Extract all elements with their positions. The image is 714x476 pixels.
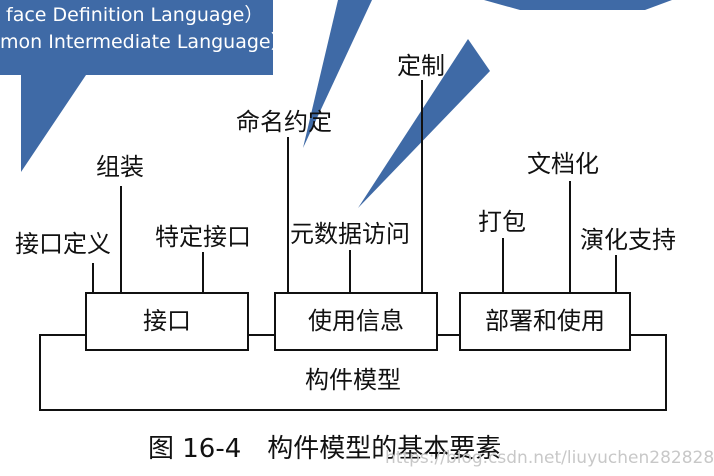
callout-bubble-left: [0, 0, 273, 172]
label-documentation: 文档化: [527, 150, 599, 178]
label-assembly: 组装: [96, 153, 144, 181]
callout-line-cil: mon Intermediate Language）: [0, 31, 290, 53]
usage-info-box: [274, 292, 438, 351]
callout-bubble-right: [484, 0, 672, 10]
label-customization: 定制: [397, 52, 445, 80]
box-label-interface: 接口: [143, 307, 191, 335]
label-interface-def: 接口定义: [15, 230, 111, 258]
label-evolution: 演化支持: [580, 226, 676, 254]
label-naming: 命名约定: [236, 108, 332, 136]
interface-box: [85, 292, 249, 351]
label-specific-interface: 特定接口: [155, 223, 251, 251]
callout-pointer-right: [358, 39, 490, 208]
figure-caption: 图 16-4 构件模型的基本要素: [148, 434, 502, 464]
callout-line-idl: face Definition Language）: [6, 4, 264, 26]
box-label-component-model: 构件模型: [305, 366, 401, 394]
box-label-deployment: 部署和使用: [485, 307, 605, 335]
label-metadata-access: 元数据访问: [290, 220, 410, 248]
box-label-usage-info: 使用信息: [308, 307, 404, 335]
callout-pointer-middle: [303, 0, 372, 148]
deployment-box: [459, 292, 631, 351]
watermark-text: https://blog.csdn.net/liuyuchen282828: [385, 448, 714, 468]
label-packaging: 打包: [478, 208, 526, 236]
